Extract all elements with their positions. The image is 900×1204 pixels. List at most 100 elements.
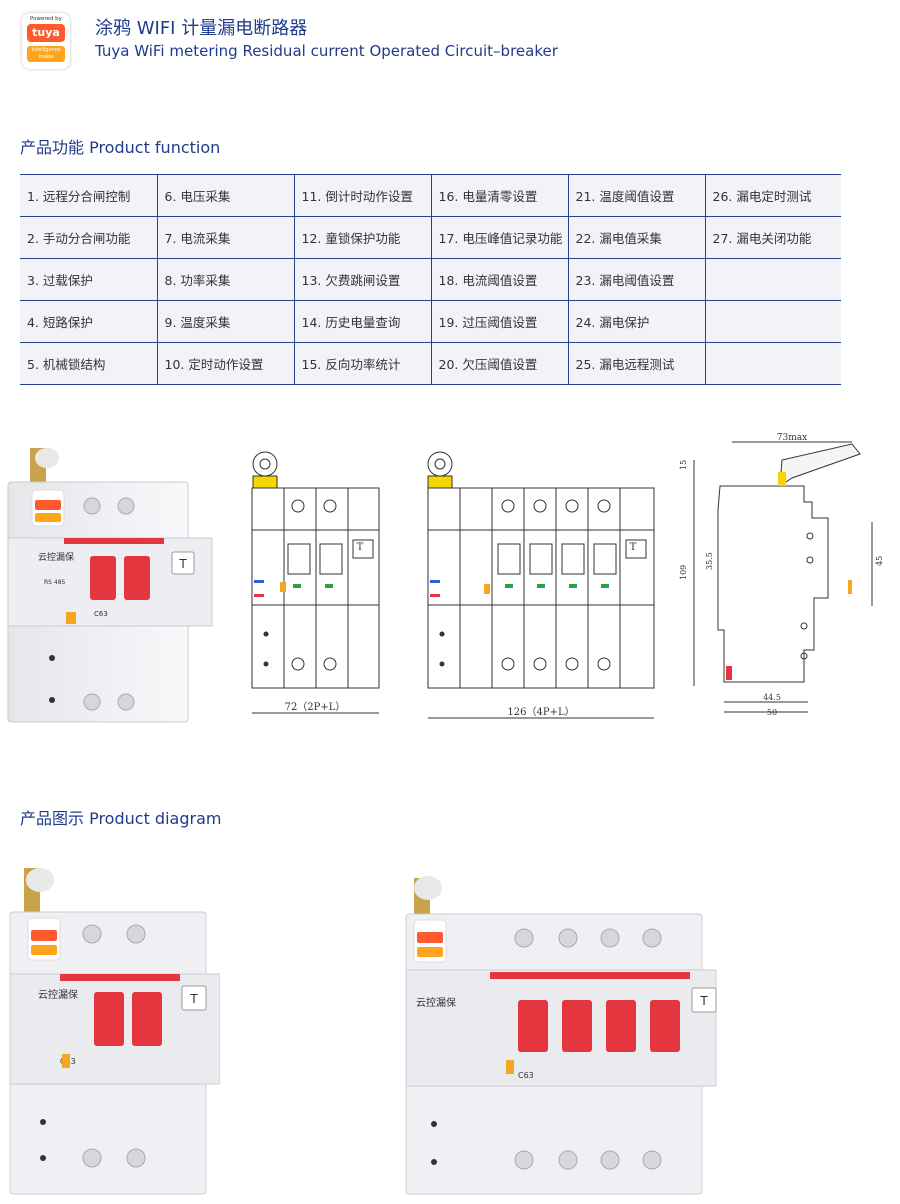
drawing-4p-blue-mark bbox=[430, 580, 440, 583]
function-cell: 12. 童锁保护功能 bbox=[294, 216, 432, 259]
side-dim-15-label: 15 bbox=[679, 460, 688, 470]
tuya-logo-4p bbox=[417, 932, 443, 943]
tuya-badge: Powered by tuya Intelligence Inside bbox=[22, 13, 70, 69]
intelligence-inside-tag: Intelligence Inside bbox=[27, 46, 65, 62]
screw-4p-2 bbox=[558, 928, 578, 948]
drawing-4p-antenna-core bbox=[434, 458, 446, 470]
side-hole-1 bbox=[806, 532, 814, 540]
reset-hole-4p[interactable] bbox=[431, 1121, 437, 1127]
drawing-2p-t-button bbox=[352, 539, 374, 559]
reset-hole-large-2p[interactable] bbox=[40, 1119, 46, 1125]
rating-label: C63 bbox=[94, 610, 108, 618]
function-cell: 18. 电流阈值设置 bbox=[431, 258, 569, 301]
drawing-4p-screw-3 bbox=[565, 499, 579, 513]
toggle-4p-3[interactable] bbox=[606, 1000, 636, 1052]
function-cell: 2. 手动分合闸功能 bbox=[20, 216, 158, 259]
breaker-photo-4p-large: T 云控漏保 C63 bbox=[405, 876, 717, 1195]
drawing-2p-toggle-1 bbox=[287, 543, 311, 575]
drawing-2p-screw-4 bbox=[323, 657, 337, 671]
reset-hole[interactable] bbox=[49, 655, 55, 661]
drawing-4p-screw-6 bbox=[533, 657, 547, 671]
drawing-4p-t-label: T bbox=[630, 542, 637, 553]
drawing-2p-led-2 bbox=[325, 584, 333, 588]
function-cell bbox=[705, 258, 841, 301]
drawing-4p-hole-2 bbox=[439, 661, 445, 667]
drawing-4p-screw-5 bbox=[501, 657, 515, 671]
toggle-large-2p-1[interactable] bbox=[94, 992, 124, 1046]
drawing-2p-antenna-base bbox=[252, 475, 278, 489]
function-cell: 9. 温度采集 bbox=[157, 300, 295, 343]
pairing-hole-4p[interactable] bbox=[431, 1159, 437, 1165]
function-cell: 6. 电压采集 bbox=[157, 174, 295, 217]
tuya-logo: tuya bbox=[27, 24, 65, 42]
drawing-4p-screw-1 bbox=[501, 499, 515, 513]
drawing-4p-antenna-ring bbox=[427, 451, 453, 477]
section-title-diagram: 产品图示 Product diagram bbox=[20, 809, 222, 828]
test-button[interactable] bbox=[171, 551, 195, 575]
screw-top-1 bbox=[83, 497, 101, 515]
function-cell: 24. 漏电保护 bbox=[568, 300, 706, 343]
side-red-mark bbox=[726, 666, 732, 680]
side-antenna-base bbox=[778, 472, 786, 486]
function-cell bbox=[705, 300, 841, 343]
screw-4p-5 bbox=[514, 1150, 534, 1170]
pairing-hole[interactable] bbox=[49, 697, 55, 703]
breaker-toggle-2[interactable] bbox=[124, 556, 150, 600]
function-cell: 22. 漏电值采集 bbox=[568, 216, 706, 259]
test-button-label-4p: T bbox=[699, 994, 708, 1008]
breaker-toggle-1[interactable] bbox=[90, 556, 116, 600]
function-cell: 1. 远程分合闸控制 bbox=[20, 174, 158, 217]
drawing-4p-led-3 bbox=[569, 584, 577, 588]
drawing-2p-t-label: T bbox=[357, 542, 364, 553]
drawing-2p-antenna-ring bbox=[252, 451, 278, 477]
tuya-tag-large-2p bbox=[31, 945, 57, 955]
function-cell: 15. 反向功率统计 bbox=[294, 342, 432, 385]
function-cell: 13. 欠费跳闸设置 bbox=[294, 258, 432, 301]
drawing-2p-indicator bbox=[280, 582, 286, 592]
tuya-logo-large-2p bbox=[31, 930, 57, 941]
drawing-4p-screw-2 bbox=[533, 499, 547, 513]
function-cell: 5. 机械锁结构 bbox=[20, 342, 158, 385]
test-button-4p[interactable] bbox=[691, 987, 717, 1013]
side-hole-4 bbox=[800, 652, 808, 660]
side-hole-2 bbox=[806, 556, 814, 564]
toggle-large-2p-2[interactable] bbox=[132, 992, 162, 1046]
screw-bottom-1 bbox=[83, 693, 101, 711]
toggle-4p-4[interactable] bbox=[650, 1000, 680, 1052]
drawing-4p-outline bbox=[427, 487, 655, 689]
side-dim-45-label: 45 bbox=[875, 556, 884, 566]
tuya-logo-small bbox=[35, 500, 61, 510]
toggle-4p-2[interactable] bbox=[562, 1000, 592, 1052]
screw-4p-1 bbox=[514, 928, 534, 948]
antenna-cap-4p bbox=[414, 876, 442, 900]
indicator-4p bbox=[506, 1060, 514, 1074]
test-button-large-2p[interactable] bbox=[181, 985, 207, 1011]
side-dim-50-label: 50 bbox=[767, 708, 777, 717]
antenna-cap-large-2p bbox=[26, 868, 54, 892]
side-outline bbox=[717, 485, 829, 683]
drawing-2p-width-label: 72（2P+L） bbox=[285, 701, 346, 713]
drawing-4p-toggle-2 bbox=[529, 543, 553, 575]
drawing-4p-screw-8 bbox=[597, 657, 611, 671]
drawing-4p-indicator bbox=[484, 584, 490, 594]
drawing-4p-screw-4 bbox=[597, 499, 611, 513]
name-4p: 云控漏保 bbox=[416, 996, 456, 1009]
side-dim-109-label: 109 bbox=[679, 565, 688, 580]
status-indicator bbox=[66, 612, 76, 624]
pairing-hole-large-2p[interactable] bbox=[40, 1155, 46, 1161]
function-cell: 26. 漏电定时测试 bbox=[705, 174, 841, 217]
brand-stripe bbox=[64, 538, 164, 544]
powered-by-text: Powered by bbox=[30, 16, 62, 22]
drawing-side-view: 73max 15 109 35.5 45 44.5 50 bbox=[679, 433, 884, 717]
brand-stripe-4p bbox=[490, 972, 690, 979]
screw-top-2 bbox=[117, 497, 135, 515]
drawing-4p-toggle-3 bbox=[561, 543, 585, 575]
function-cell: 8. 功率采集 bbox=[157, 258, 295, 301]
toggle-4p-1[interactable] bbox=[518, 1000, 548, 1052]
breaker-photo-2p-large: T 云控漏保 C63 bbox=[9, 868, 220, 1195]
drawing-4p-led-2 bbox=[537, 584, 545, 588]
test-button-label: T bbox=[178, 557, 187, 571]
